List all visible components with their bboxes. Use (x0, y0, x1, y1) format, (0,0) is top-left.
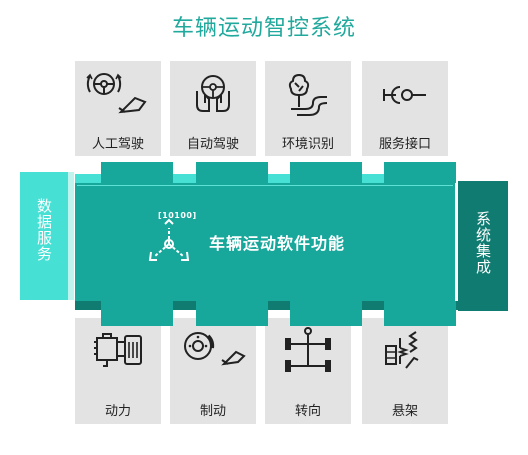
card-braking: 制动 (170, 318, 256, 424)
card-braking-label: 制动 (199, 404, 226, 419)
connector-service-interface (384, 162, 456, 183)
hands-on-wheel-icon (196, 75, 230, 112)
center-code: [10100] (158, 211, 197, 220)
motor-gearbox-icon (94, 333, 142, 367)
brake-disc-pedal-icon (184, 332, 246, 366)
connector-steering (290, 301, 362, 326)
card-service-interface: 服务接口 (362, 61, 448, 156)
left-panel-gap-strip (68, 172, 74, 300)
software-branch-icon (148, 218, 190, 261)
card-power-label: 动力 (104, 404, 131, 419)
interface-connector-icon (383, 86, 426, 104)
card-service-interface-label: 服务接口 (378, 137, 431, 152)
card-suspension: 悬架 (362, 318, 448, 424)
card-autonomous-driving-label: 自动驾驶 (186, 137, 239, 152)
center-inner-highlight (77, 185, 453, 186)
connector-braking (196, 301, 268, 326)
card-steering: 转向 (265, 318, 351, 424)
connector-environment-recognition (290, 162, 362, 183)
system-integration-label: 系统集成 (474, 211, 492, 275)
diagram-title: 车辆运动智控系统 (171, 16, 356, 41)
card-autonomous-driving: 自动驾驶 (170, 61, 256, 156)
card-environment-recognition-label: 环境识别 (281, 137, 334, 152)
tree-road-icon (288, 73, 328, 116)
connector-suspension (384, 301, 456, 326)
card-steering-label: 转向 (294, 404, 321, 419)
card-manual-driving: 人工驾驶 (75, 61, 161, 156)
steering-axle-icon (285, 327, 331, 372)
center-title: 车辆运动软件功能 (209, 234, 346, 253)
connector-autonomous-driving (196, 162, 268, 183)
card-suspension-label: 悬架 (391, 404, 418, 419)
connector-manual-driving (101, 162, 173, 183)
card-manual-driving-label: 人工驾驶 (91, 137, 144, 152)
suspension-spring-icon (385, 331, 419, 369)
card-environment-recognition: 环境识别 (265, 61, 351, 156)
center-block (75, 183, 455, 301)
steering-wheel-pedal-icon (86, 73, 147, 114)
data-services-label: 数据服务 (35, 198, 53, 262)
data-services-panel: 数据服务 (20, 172, 68, 300)
card-power: 动力 (75, 318, 161, 424)
system-integration-panel: 系统集成 (458, 181, 508, 311)
connector-power (101, 301, 173, 326)
